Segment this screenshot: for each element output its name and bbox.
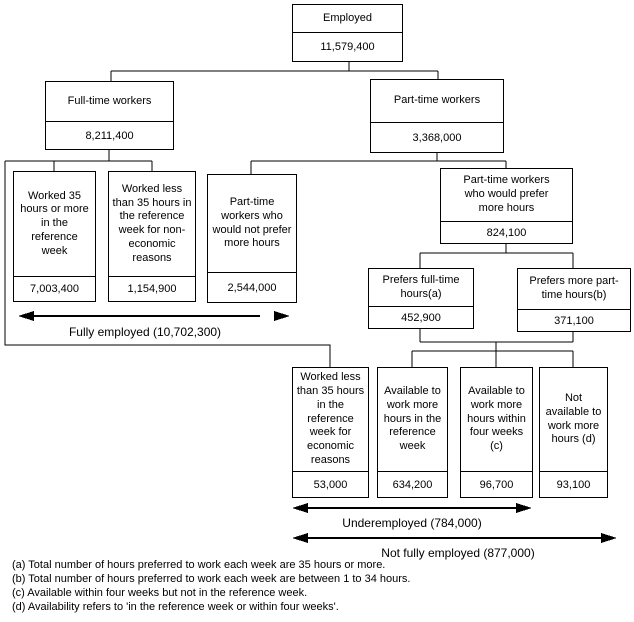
footnotes: (a) Total number of hours preferred to w…	[12, 558, 410, 614]
node-employed-label: Employed	[323, 11, 372, 24]
node-part-time-workers: Part-time workers 3,368,000	[370, 79, 504, 153]
node-worked-less-non-economic-label: Worked less than 35 hours in the referen…	[112, 182, 192, 264]
footnote-a: (a) Total number of hours preferred to w…	[12, 559, 386, 571]
node-worked-35-hours-or-more-value: 7,003,400	[14, 276, 95, 301]
node-pt-would-not-prefer-more-hours: Part-time workers who would not prefer m…	[207, 174, 297, 303]
node-prefers-full-time-hours-value: 452,900	[369, 306, 473, 328]
node-worked-less-economic-reasons: Worked less than 35 hours in the referen…	[292, 367, 369, 498]
node-available-within-four-weeks-value: 96,700	[461, 471, 532, 497]
node-prefers-more-part-time-hours: Prefers more part-time hours(b) 371,100	[517, 268, 631, 332]
node-prefers-more-part-time-hours-label: Prefers more part-time hours(b)	[529, 275, 619, 301]
not-fully-employed-arrow-label: Not fully employed (877,000)	[381, 546, 535, 560]
node-pt-would-prefer-more-hours: Part-time workers who would prefer more …	[440, 168, 573, 244]
node-full-time-workers: Full-time workers 8,211,400	[45, 81, 174, 150]
node-pt-would-prefer-more-hours-value: 824,100	[441, 221, 572, 243]
underemployed-arrow-label: Underemployed (784,000)	[342, 516, 482, 530]
node-pt-would-prefer-more-hours-label: Part-time workers who would prefer more …	[463, 174, 550, 214]
fully-employed-arrow	[18, 311, 290, 321]
node-prefers-full-time-hours: Prefers full-time hours(a) 452,900	[368, 268, 474, 329]
node-pt-would-not-prefer-more-hours-label: Part-time workers who would not prefer m…	[212, 196, 292, 250]
node-part-time-workers-label: Part-time workers	[393, 94, 481, 107]
node-prefers-full-time-hours-label: Prefers full-time hours(a)	[382, 273, 460, 300]
node-pt-would-not-prefer-more-hours-value: 2,544,000	[208, 272, 296, 302]
node-available-reference-week: Available to work more hours in the refe…	[377, 367, 448, 498]
node-not-available-more-hours-label: Not available to work more hours (d)	[545, 392, 602, 446]
node-worked-35-hours-or-more: Worked 35 hours or more in the reference…	[13, 171, 96, 302]
node-available-reference-week-label: Available to work more hours in the refe…	[383, 385, 442, 453]
node-available-within-four-weeks: Available to work more hours within four…	[460, 367, 533, 498]
footnote-c: (c) Available within four weeks but not …	[12, 587, 308, 599]
node-full-time-workers-label: Full-time workers	[67, 94, 152, 107]
node-available-within-four-weeks-label: Available to work more hours within four…	[467, 385, 526, 453]
node-prefers-more-part-time-hours-value: 371,100	[518, 309, 630, 331]
node-full-time-workers-value: 8,211,400	[46, 121, 173, 149]
node-not-available-more-hours-value: 93,100	[540, 471, 607, 497]
node-part-time-workers-value: 3,368,000	[371, 122, 503, 152]
node-employed: Employed 11,579,400	[292, 4, 403, 62]
not-fully-employed-arrow	[292, 533, 617, 543]
underemployed-arrow	[292, 503, 532, 513]
footnote-d: (d) Availability refers to 'in the refer…	[12, 601, 339, 613]
node-worked-35-hours-or-more-label: Worked 35 hours or more in the reference…	[20, 189, 89, 257]
node-not-available-more-hours: Not available to work more hours (d) 93,…	[539, 367, 608, 498]
node-worked-less-non-economic-value: 1,154,900	[109, 276, 195, 301]
node-worked-less-economic-reasons-value: 53,000	[293, 471, 368, 497]
node-worked-less-non-economic: Worked less than 35 hours in the referen…	[108, 171, 196, 302]
fully-employed-arrow-label: Fully employed (10,702,300)	[68, 325, 222, 339]
tree-connectors	[4, 62, 574, 367]
node-worked-less-economic-reasons-label: Worked less than 35 hours in the referen…	[296, 371, 365, 466]
node-employed-value: 11,579,400	[293, 32, 402, 61]
footnote-b: (b) Total number of hours preferred to w…	[12, 573, 411, 585]
node-available-reference-week-value: 634,200	[378, 471, 447, 497]
